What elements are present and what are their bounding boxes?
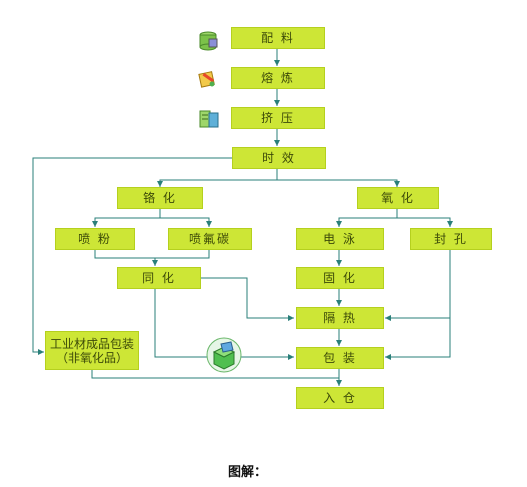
node-powder-coating: 喷 粉 [55,228,135,250]
node-electrophoresis: 电 泳 [296,228,384,250]
node-warehousing: 入 仓 [296,387,384,409]
node-extrusion: 挤 压 [231,107,325,129]
pencil-box-icon [198,71,215,88]
arrow-aging-industrial [32,157,232,355]
node-curing: 固 化 [296,267,384,289]
industrial-label-line1: 工业材成品包装 [49,336,134,351]
node-aging: 时 效 [232,147,326,169]
arrow-chromating-fluoro [160,217,212,227]
arrow-industrial-warehouse [91,370,339,379]
arrow-oxidation-electro [336,209,398,227]
node-sealing: 封 孔 [410,228,492,250]
arrow-cocuring-packaging [154,289,294,360]
diagram-caption: 图解： [228,465,268,480]
node-co-curing: 同 化 [117,267,201,289]
arrow-aging-chromating [157,169,278,187]
arrow-oxidation-sealing [397,217,453,227]
node-fluorocarbon-coating: 喷氟碳 [168,228,252,250]
arrow-cocuring-thermal [201,277,294,321]
arrow-powder-fluoro-to-cocuring [94,250,210,259]
arrow-sealing-packaging [385,318,451,360]
node-industrial-packaging: 工业材成品包装 （非氧化品） [45,331,139,370]
arrow-aging-oxidation [277,179,400,187]
node-thermal-break: 隔 热 [296,307,384,329]
arrow-chromating-powder [92,209,161,227]
node-packaging: 包 装 [296,347,384,369]
node-batching: 配 料 [231,27,325,49]
database-icon [199,31,218,51]
node-oxidation: 氧 化 [357,187,439,209]
server-icon [199,110,219,128]
box-icon [206,337,242,373]
node-melting: 熔 炼 [231,67,325,89]
node-chromating: 铬 化 [117,187,203,209]
arrow-sealing-thermal [385,250,451,321]
industrial-label-line2: （非氧化品） [55,350,128,365]
